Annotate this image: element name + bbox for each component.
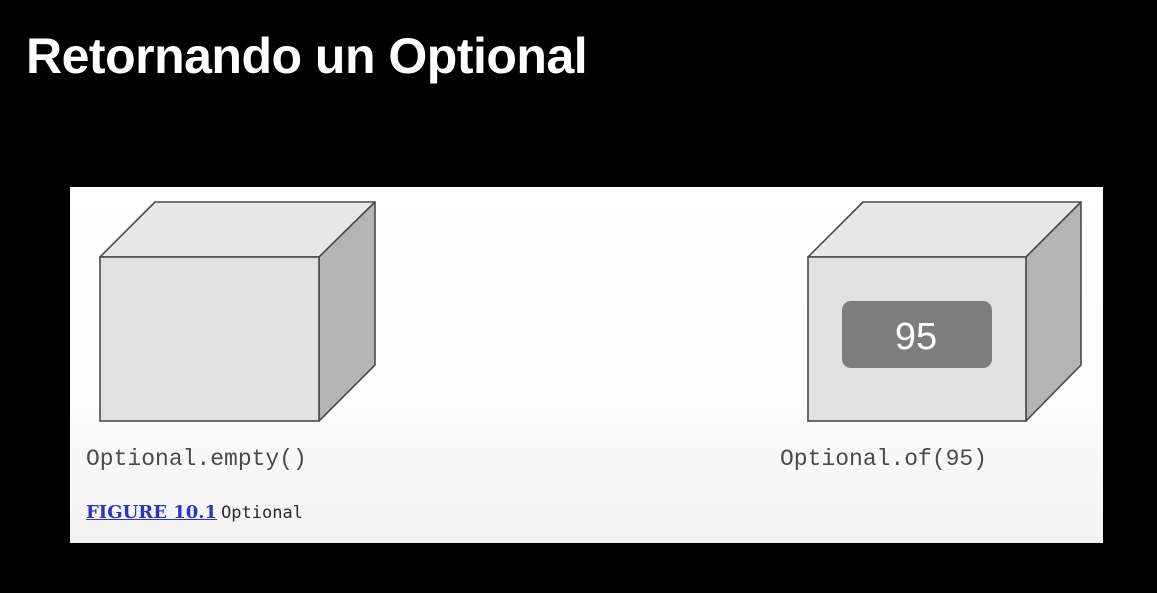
box-front-face bbox=[99, 256, 320, 422]
empty-box-caption: Optional.empty() bbox=[86, 446, 307, 472]
slide-title: Retornando un Optional bbox=[26, 28, 588, 84]
figure-number-link[interactable]: FIGURE 10.1 bbox=[86, 502, 218, 523]
figure-caption-text: Optional bbox=[221, 503, 303, 523]
figure-diagram: 95 bbox=[99, 201, 1082, 422]
value-optional-box: 95 bbox=[807, 201, 1082, 422]
empty-optional-box bbox=[99, 201, 376, 422]
value-badge bbox=[842, 301, 992, 368]
value-text: 95 bbox=[895, 316, 937, 358]
figure-panel: 95 Optional.empty() Optional.of(95) FIGU… bbox=[70, 187, 1103, 543]
value-box-caption: Optional.of(95) bbox=[780, 446, 988, 472]
